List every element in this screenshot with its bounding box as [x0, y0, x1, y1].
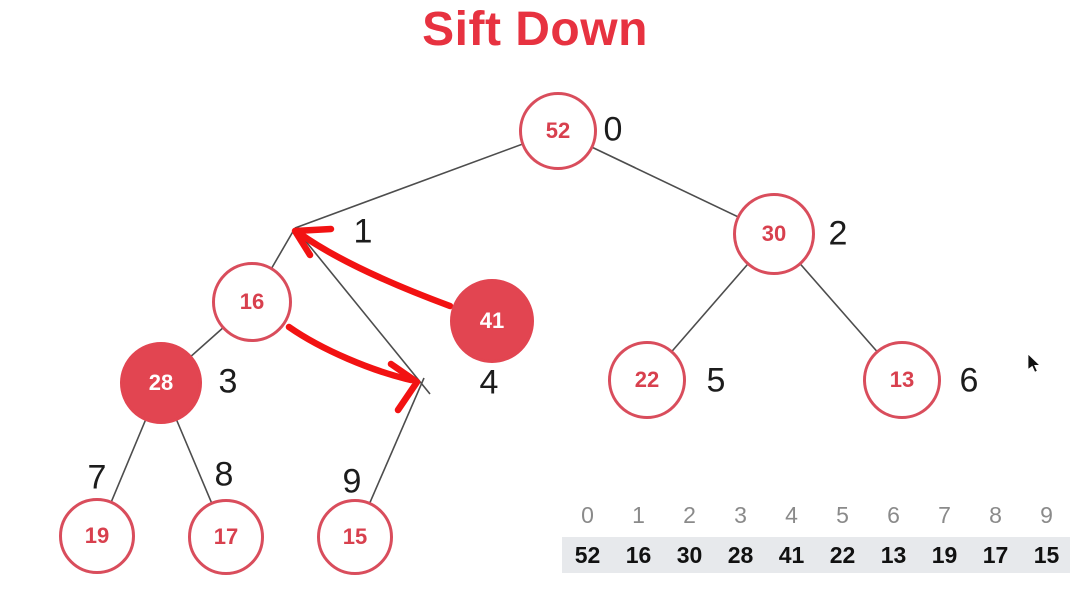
array-value-cell: 19	[931, 542, 958, 568]
array-index-cell: 5	[836, 502, 849, 528]
heap-index-label-0: 0	[603, 110, 623, 149]
array-value-cell: 16	[625, 542, 652, 568]
array-index-cell: 4	[785, 502, 798, 528]
heap-index-label-8: 8	[214, 455, 234, 494]
node-value: 13	[889, 367, 915, 392]
heap-index-label-6: 6	[959, 361, 979, 400]
array-index-cell: 2	[683, 502, 696, 528]
node-value: 16	[239, 289, 265, 314]
heap-index-label-5: 5	[706, 361, 726, 400]
array-value-cell: 52	[574, 542, 601, 568]
tree-node-index-6: 13	[863, 341, 941, 419]
page-title: Sift Down	[422, 3, 648, 56]
tree-node-index-0: 52	[519, 92, 597, 170]
array-value-cell: 41	[778, 542, 805, 568]
array-value-band	[562, 537, 1070, 573]
array-index-cell: 3	[734, 502, 747, 528]
array-index-cell: 6	[887, 502, 900, 528]
heap-index-label-1: 1	[353, 212, 373, 251]
edge-1-4	[294, 227, 431, 395]
tree-node-index-3: 28	[120, 342, 202, 424]
mouse-pointer-icon	[1028, 354, 1042, 373]
heap-index-label-2: 2	[828, 214, 848, 253]
node-value: 41	[479, 308, 505, 333]
array-value-cell: 22	[829, 542, 856, 568]
array-value-cell: 15	[1033, 542, 1060, 568]
edge-0-1	[294, 130, 559, 229]
swap-arrow-16-to-index-4	[285, 323, 421, 414]
node-value: 52	[545, 118, 571, 143]
heap-index-label-7: 7	[87, 458, 107, 497]
node-value: 28	[148, 370, 174, 395]
node-value: 19	[84, 523, 110, 548]
array-value-cell: 17	[982, 542, 1009, 568]
node-value: 22	[634, 367, 660, 392]
array-value-cell: 30	[676, 542, 703, 568]
heap-index-label-4: 4	[479, 363, 499, 402]
array-index-cell: 9	[1040, 502, 1053, 528]
array-index-cell: 8	[989, 502, 1002, 528]
tree-node-index-7: 19	[59, 498, 135, 574]
tree-node-index-8: 17	[188, 499, 264, 575]
array-index-cell: 1	[632, 502, 645, 528]
array-index-cell: 0	[581, 502, 594, 528]
array-index-cell: 7	[938, 502, 951, 528]
node-value: 30	[761, 221, 787, 246]
node-value: 17	[213, 524, 239, 549]
swap-arrow-41-to-index-1	[291, 225, 454, 310]
heap-index-label-3: 3	[218, 362, 238, 401]
tree-node-index-2: 30	[733, 193, 815, 275]
tree-node-index-1: 16	[212, 262, 292, 342]
tree-node-floating-41: 41	[450, 279, 534, 363]
tree-node-index-5: 22	[608, 341, 686, 419]
tree-node-index-9: 15	[317, 499, 393, 575]
array-value-cell: 13	[880, 542, 907, 568]
array-value-cell: 28	[727, 542, 754, 568]
node-value: 15	[342, 524, 368, 549]
heap-index-label-9: 9	[342, 462, 362, 501]
